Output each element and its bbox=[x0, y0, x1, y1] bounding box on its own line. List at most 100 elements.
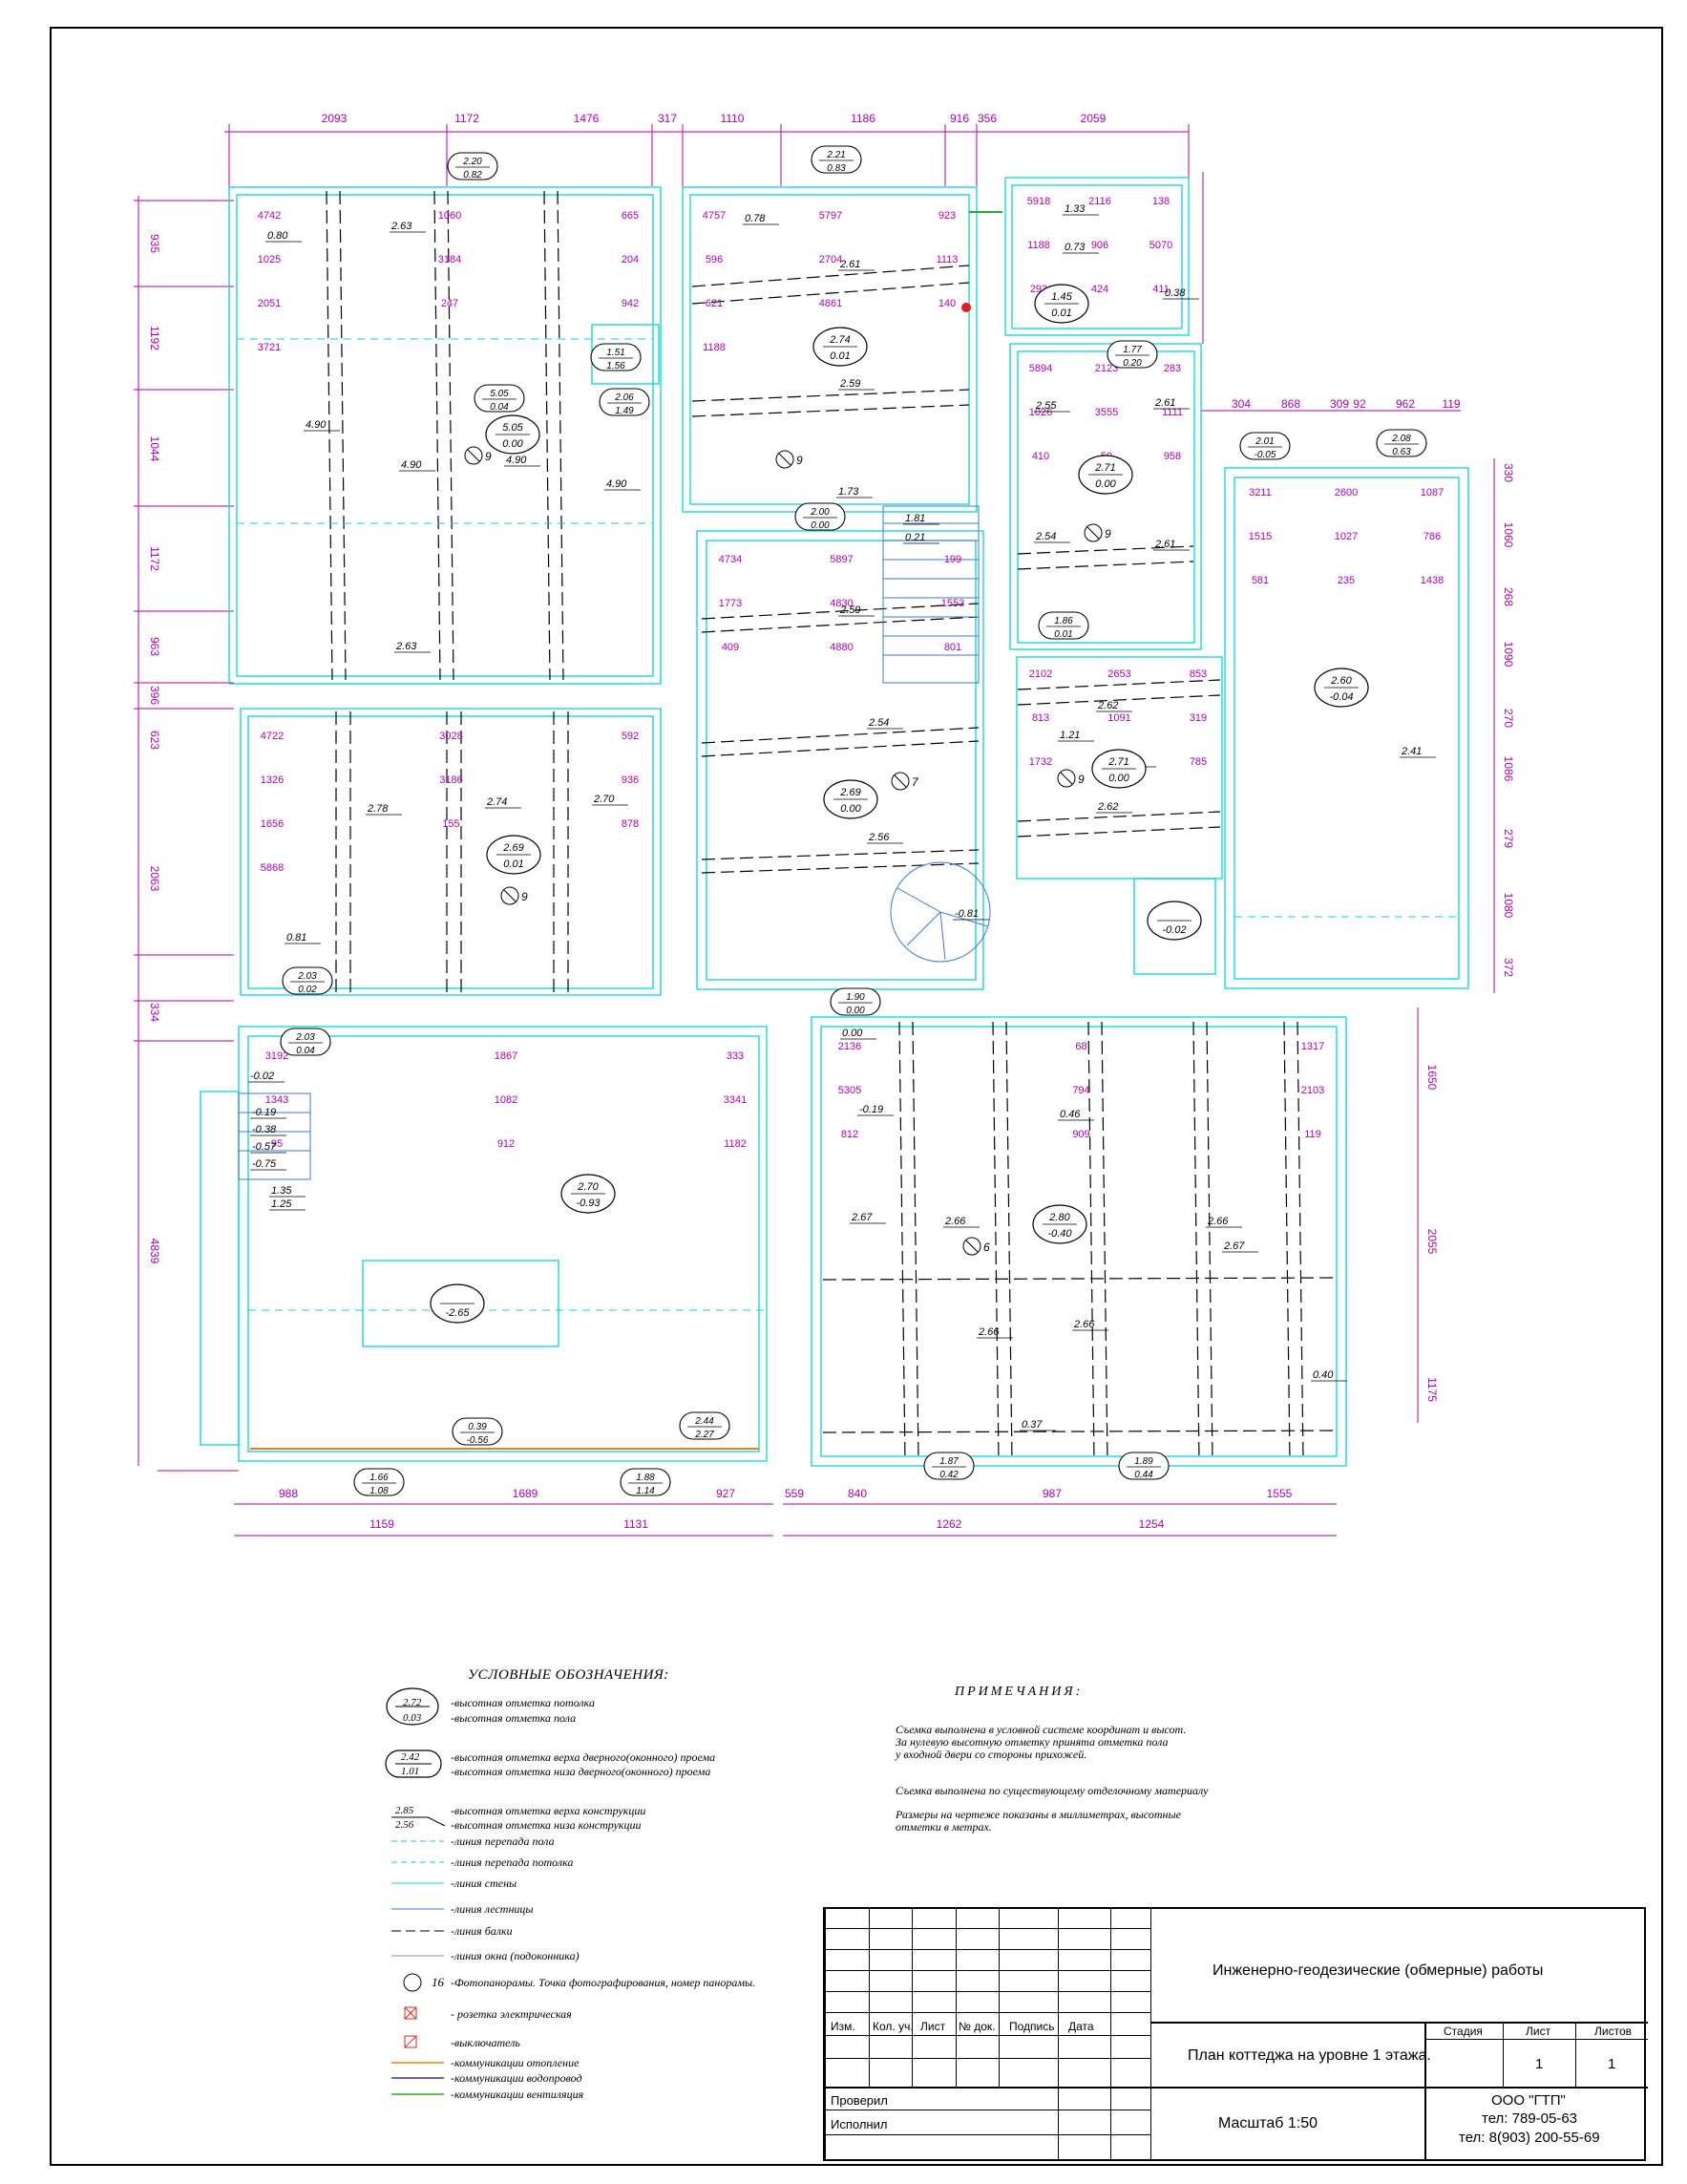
dim-interior-label: 119 bbox=[1304, 1129, 1321, 1140]
opening-elevation-bottom: 1.08 bbox=[369, 1486, 389, 1496]
elevation-label: 4.90 bbox=[401, 459, 422, 471]
elevation-circle-bottom: 0.00 bbox=[1095, 478, 1116, 490]
beam-lines bbox=[326, 190, 1338, 1462]
opening-elevation-box bbox=[1038, 611, 1089, 640]
elevation-label: 2.70 bbox=[593, 794, 615, 805]
dim-left-label: 334 bbox=[148, 1003, 161, 1022]
opening-elevation-box bbox=[447, 152, 498, 180]
opening-elevation-top: 2.01 bbox=[1255, 436, 1274, 447]
dim-interior-label: 1656 bbox=[261, 818, 284, 830]
dim-bottom-label: 1131 bbox=[623, 1517, 648, 1531]
opening-elevation-top: 1.90 bbox=[846, 992, 865, 1003]
dim-interior-label: 410 bbox=[1032, 451, 1049, 462]
dim-interior-label: 4757 bbox=[703, 210, 726, 222]
dim-right-label: 279 bbox=[1502, 829, 1515, 848]
dim-interior-label: 5897 bbox=[830, 554, 853, 565]
opening-elevation-top: 2.03 bbox=[295, 1032, 315, 1043]
elevation-label: 2.61 bbox=[1154, 397, 1175, 409]
elevation-label: -0.19 bbox=[859, 1104, 883, 1115]
elevation-label: 2.59 bbox=[839, 378, 860, 390]
dim-interior-label: 1060 bbox=[438, 210, 461, 222]
elevation-circle-top: 5.05 bbox=[502, 422, 523, 434]
dim-interior-label: 319 bbox=[1190, 712, 1207, 724]
dim-interior-label: 813 bbox=[1032, 712, 1049, 724]
dim-left-label: 396 bbox=[148, 686, 161, 705]
dim-top-label: 356 bbox=[978, 112, 997, 125]
dim-interior-label: 5797 bbox=[819, 210, 842, 222]
legend-switch: -выключатель bbox=[451, 2036, 520, 2049]
dim-right-label: 2055 bbox=[1425, 1229, 1439, 1255]
dim-interior-label: 1182 bbox=[724, 1138, 747, 1150]
dim-bottom-label: 987 bbox=[1043, 1487, 1062, 1500]
elevation-label: 0.00 bbox=[842, 1028, 863, 1039]
tb-checked-label: Проверил bbox=[831, 2093, 888, 2108]
legend-socket-symbol bbox=[404, 2006, 417, 2020]
photo-panorama-icon-line bbox=[778, 453, 791, 466]
elevation-label: -0.81 bbox=[955, 908, 979, 920]
elevation-label: 2.67 bbox=[851, 1212, 873, 1223]
elevation-circle-bottom: -0.04 bbox=[1329, 691, 1353, 703]
dim-left-label: 2063 bbox=[148, 866, 161, 892]
dim-interior-label: 68 bbox=[1075, 1041, 1086, 1052]
opening-elevation-box bbox=[590, 343, 642, 371]
dim-interior-label: 5070 bbox=[1149, 240, 1172, 251]
dim-interior-label: 2116 bbox=[1088, 196, 1111, 207]
dim-interior-label: 4880 bbox=[830, 642, 853, 653]
opening-elevation-top: 2.44 bbox=[694, 1416, 714, 1427]
dim-interior-label: 2653 bbox=[1107, 668, 1130, 680]
elevation-label: 4.90 bbox=[606, 478, 627, 490]
elevation-circle-bottom: -0.93 bbox=[576, 1198, 601, 1209]
dim-right-label: 330 bbox=[1502, 463, 1515, 482]
dim-interior-label: 409 bbox=[722, 642, 739, 653]
elevation-label: -0.19 bbox=[252, 1107, 276, 1118]
elevation-circle-top: 1.45 bbox=[1051, 291, 1072, 303]
elevation-circle-bottom: 0.00 bbox=[840, 803, 861, 815]
dim-right-label: 1090 bbox=[1502, 642, 1515, 668]
dim-interior-label: 794 bbox=[1072, 1085, 1089, 1096]
dim-interior-label: 1773 bbox=[719, 598, 742, 609]
notes-paragraph-1: Съемка выполнена в условной системе коор… bbox=[896, 1723, 1187, 1761]
dim-left-label: 4839 bbox=[148, 1239, 161, 1264]
elevation-label: 2.61 bbox=[839, 259, 860, 270]
dim-interior-label: 1553 bbox=[941, 598, 964, 609]
dim-interior-label: 942 bbox=[622, 298, 639, 309]
elevation-label: 1.25 bbox=[271, 1198, 292, 1210]
dim-interior-label: 2704 bbox=[819, 254, 842, 265]
dim-right-label: 372 bbox=[1502, 958, 1515, 977]
legend-opening-bottom: -высотная отметка низа дверного(оконного… bbox=[451, 1765, 711, 1778]
elevation-label: 2.66 bbox=[978, 1326, 1000, 1338]
tb-scale: Масштаб 1:50 bbox=[1218, 2115, 1318, 2131]
elevation-circle-top: 2.71 bbox=[1107, 756, 1128, 768]
dim-top-label: 2093 bbox=[322, 112, 348, 125]
notes-paragraph-3: Размеры на чертеже показаны в миллиметра… bbox=[896, 1808, 1181, 1834]
notes-title: ПРИМЕЧАНИЯ: bbox=[955, 1685, 1084, 1699]
opening-elevation-top: 1.87 bbox=[939, 1456, 959, 1467]
dim-interior-label: 665 bbox=[622, 210, 639, 222]
dim-interior-label: 155 bbox=[442, 818, 459, 830]
legend-beam: -линия балки bbox=[451, 1924, 513, 1938]
dim-interior-label: 1343 bbox=[265, 1094, 288, 1106]
dim-interior-label: 5894 bbox=[1029, 363, 1052, 374]
dim-interior-label: 4734 bbox=[719, 554, 742, 565]
dim-bottom-label: 927 bbox=[716, 1487, 735, 1500]
opening-elevation-box bbox=[474, 384, 525, 413]
tb-header-sheet: Лист bbox=[920, 2020, 946, 2033]
dim-right-label: 270 bbox=[1502, 709, 1515, 728]
elevation-label: 2.59 bbox=[839, 604, 860, 616]
tb-sheet-value: 1 bbox=[1535, 2056, 1544, 2072]
opening-elevation-bottom: 0.83 bbox=[827, 163, 846, 174]
opening-elevation-box bbox=[830, 987, 881, 1016]
dim-bottom-label: 1555 bbox=[1267, 1487, 1293, 1500]
tb-sheets-label: Листов bbox=[1594, 2025, 1632, 2038]
legend-sample-circle-bottom: 0.03 bbox=[403, 1712, 422, 1724]
photo-panorama-icon bbox=[500, 886, 519, 905]
elevation-label: 2.62 bbox=[1097, 700, 1118, 711]
dim-interior-label: 5305 bbox=[838, 1085, 861, 1096]
dim-interior-label: 4742 bbox=[258, 210, 281, 222]
dim-interior-label: 4861 bbox=[819, 298, 842, 309]
dim-interior-label: 1326 bbox=[261, 774, 284, 786]
legend-photo-symbol bbox=[403, 1973, 422, 1992]
dim-left-label: 1172 bbox=[148, 546, 161, 571]
opening-elevation-top: 2.06 bbox=[614, 392, 634, 403]
photo-panorama-icon bbox=[775, 450, 794, 469]
